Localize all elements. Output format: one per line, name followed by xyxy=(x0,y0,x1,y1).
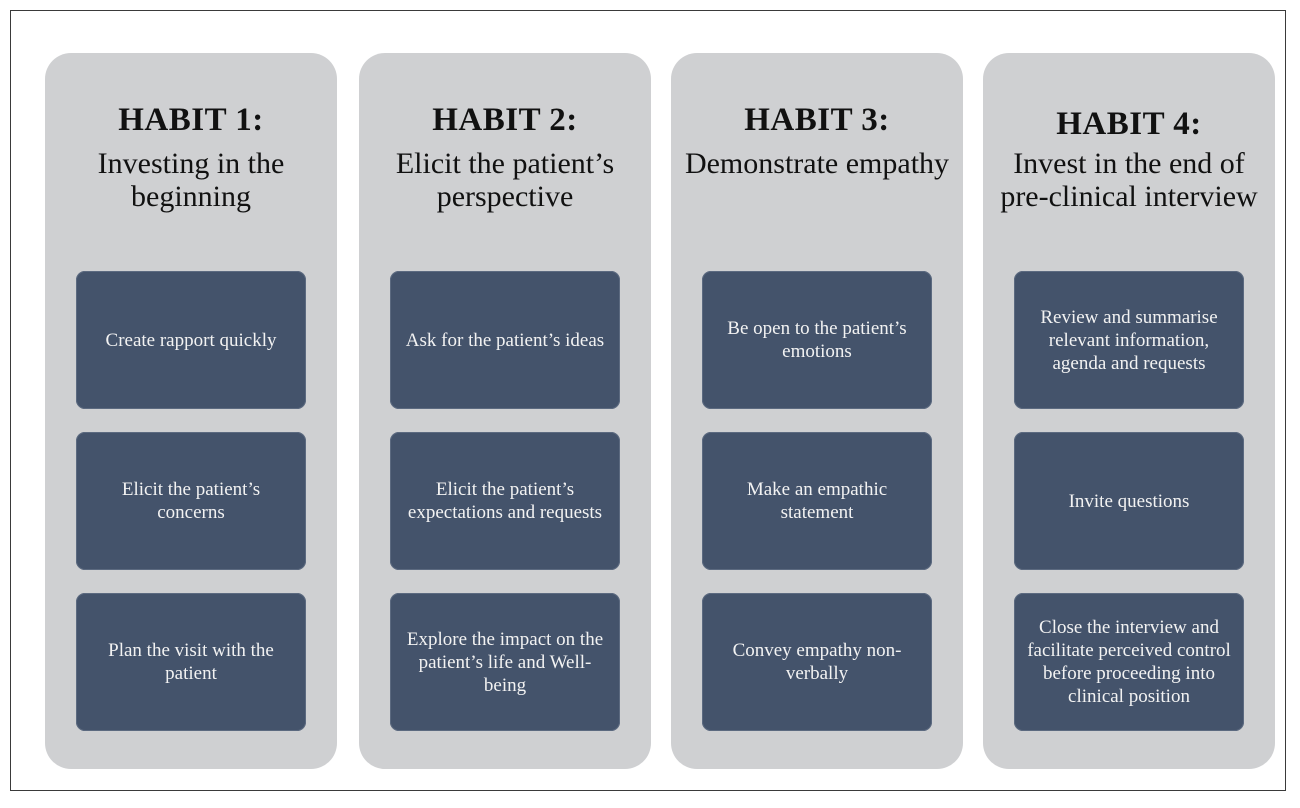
step-card: Be open to the patient’s emotions xyxy=(702,271,932,409)
step-card: Make an empathic statement xyxy=(702,432,932,570)
habit-header-4: HABIT 4: Invest in the end of pre-clinic… xyxy=(983,101,1275,213)
step-card: Create rapport quickly xyxy=(76,271,306,409)
habit-column-2: HABIT 2: Elicit the patient’s perspectiv… xyxy=(359,53,651,769)
habit-column-1: HABIT 1: Investing in the beginning Crea… xyxy=(45,53,337,769)
step-card: Elicit the patient’s concerns xyxy=(76,432,306,570)
habit-subtitle: Invest in the end of pre-clinical interv… xyxy=(1000,147,1258,213)
step-card: Ask for the patient’s ideas xyxy=(390,271,620,409)
step-card: Explore the impact on the patient’s life… xyxy=(390,593,620,731)
habit-subtitle: Elicit the patient’s perspective xyxy=(395,147,615,213)
step-card: Close the interview and facilitate perce… xyxy=(1014,593,1244,731)
habit-column-4: HABIT 4: Invest in the end of pre-clinic… xyxy=(983,53,1275,769)
habit-header-2: HABIT 2: Elicit the patient’s perspectiv… xyxy=(359,101,651,213)
habit-header-1: HABIT 1: Investing in the beginning xyxy=(45,101,337,213)
step-card: Convey empathy non-verbally xyxy=(702,593,932,731)
habit-header-3: HABIT 3: Demonstrate empathy xyxy=(671,101,963,180)
step-card: Plan the visit with the patient xyxy=(76,593,306,731)
habit-title: HABIT 4: xyxy=(1056,106,1202,142)
step-card: Invite questions xyxy=(1014,432,1244,570)
habit-columns: HABIT 1: Investing in the beginning Crea… xyxy=(45,53,1275,769)
step-card: Elicit the patient’s expectations and re… xyxy=(390,432,620,570)
habit-column-3: HABIT 3: Demonstrate empathy Be open to … xyxy=(671,53,963,769)
diagram-frame: HABIT 1: Investing in the beginning Crea… xyxy=(10,10,1286,791)
habit-title: HABIT 1: xyxy=(118,102,264,138)
habit-subtitle: Investing in the beginning xyxy=(97,147,285,213)
habit-title: HABIT 3: xyxy=(744,102,890,138)
habit-title: HABIT 2: xyxy=(432,102,578,138)
habit-subtitle: Demonstrate empathy xyxy=(684,147,950,180)
step-card: Review and summarise relevant informatio… xyxy=(1014,271,1244,409)
